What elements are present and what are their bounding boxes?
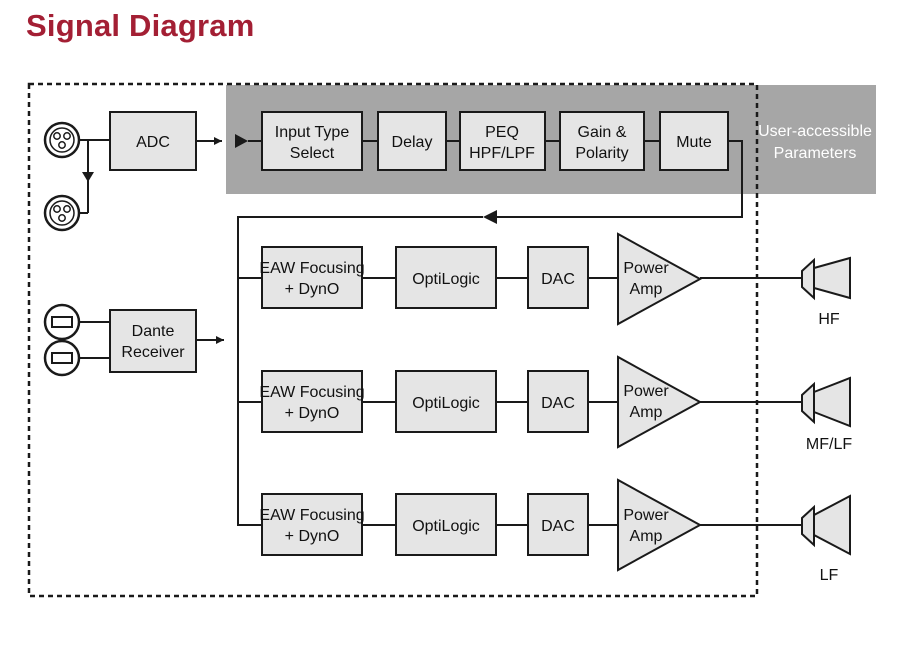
speaker-label: LF — [820, 567, 839, 584]
dac-label: DAC — [541, 271, 575, 288]
amp-label-line1: Power — [623, 507, 669, 524]
optilogic-label: OptiLogic — [412, 271, 480, 288]
amp-label-line2: Amp — [630, 528, 663, 545]
delay-block: Delay — [377, 111, 447, 171]
amp-label-line2: Amp — [630, 281, 663, 298]
amp-label-line2: Amp — [630, 404, 663, 421]
power-amp: Power Amp — [617, 478, 703, 572]
speaker-icon — [801, 376, 851, 428]
speaker-icon — [801, 494, 851, 556]
dac-block: DAC — [527, 246, 589, 309]
optilogic-block: OptiLogic — [395, 246, 497, 309]
dac-block: DAC — [527, 493, 589, 556]
ethernet-connector-icon — [43, 339, 81, 377]
speaker-label: HF — [818, 311, 840, 328]
amp-label-line1: Power — [623, 260, 669, 277]
focusing-label-line1: EAW Focusing — [259, 507, 364, 524]
dac-label: DAC — [541, 395, 575, 412]
input-type-label-line2: Select — [290, 145, 335, 162]
power-amp: Power Amp — [617, 355, 703, 449]
focusing-label-line2: + DynO — [285, 528, 340, 545]
dante-wiring — [80, 321, 224, 359]
mute-block: Mute — [659, 111, 729, 171]
focusing-label-line1: EAW Focusing — [259, 260, 364, 277]
eaw-focusing-block: EAW Focusing + DynO — [259, 246, 365, 309]
adc-label: ADC — [136, 134, 170, 151]
user-region-label-line2: Parameters — [774, 145, 857, 162]
gain-label-line1: Gain & — [578, 124, 627, 141]
page-title: Signal Diagram — [26, 8, 255, 43]
input-type-label-line1: Input Type — [275, 124, 350, 141]
mute-label: Mute — [676, 134, 712, 151]
output-chain-lf: EAW Focusing + DynO OptiLogic DAC Power … — [259, 478, 851, 584]
optilogic-block: OptiLogic — [395, 493, 497, 556]
peq-label-line2: HPF/LPF — [469, 145, 535, 162]
dante-receiver-block: Dante Receiver — [109, 309, 197, 373]
peq-label-line1: PEQ — [485, 124, 519, 141]
gain-label-line2: Polarity — [575, 145, 628, 162]
ethernet-connector-icon — [43, 303, 81, 341]
focusing-label-line2: + DynO — [285, 281, 340, 298]
optilogic-label: OptiLogic — [412, 518, 480, 535]
dante-label-line2: Receiver — [121, 344, 185, 361]
dante-label-line1: Dante — [132, 323, 175, 340]
input-type-select-block: Input Type Select — [261, 111, 363, 171]
delay-label: Delay — [392, 134, 433, 151]
user-region-label-line1: User-accessible — [758, 123, 872, 140]
gain-polarity-block: Gain & Polarity — [559, 111, 645, 171]
adc-block: ADC — [109, 111, 197, 171]
speaker-icon — [801, 256, 851, 301]
power-amp: Power Amp — [617, 232, 703, 326]
eaw-focusing-block: EAW Focusing + DynO — [259, 370, 365, 433]
focusing-label-line2: + DynO — [285, 405, 340, 422]
xlr-connector-icon — [43, 121, 81, 159]
focusing-label-line1: EAW Focusing — [259, 384, 364, 401]
processing-boundary — [27, 82, 759, 598]
amp-label-line1: Power — [623, 383, 669, 400]
dac-block: DAC — [527, 370, 589, 433]
optilogic-label: OptiLogic — [412, 395, 480, 412]
speaker-label: MF/LF — [806, 436, 852, 453]
output-chain-mflf: EAW Focusing + DynO OptiLogic DAC Power … — [259, 355, 852, 453]
optilogic-block: OptiLogic — [395, 370, 497, 433]
input-wiring — [80, 134, 743, 526]
peq-block: PEQ HPF/LPF — [459, 111, 546, 171]
dac-label: DAC — [541, 518, 575, 535]
output-chain-hf: EAW Focusing + DynO OptiLogic DAC Power … — [259, 232, 851, 328]
xlr-connector-icon — [43, 194, 81, 232]
eaw-focusing-block: EAW Focusing + DynO — [259, 493, 365, 556]
